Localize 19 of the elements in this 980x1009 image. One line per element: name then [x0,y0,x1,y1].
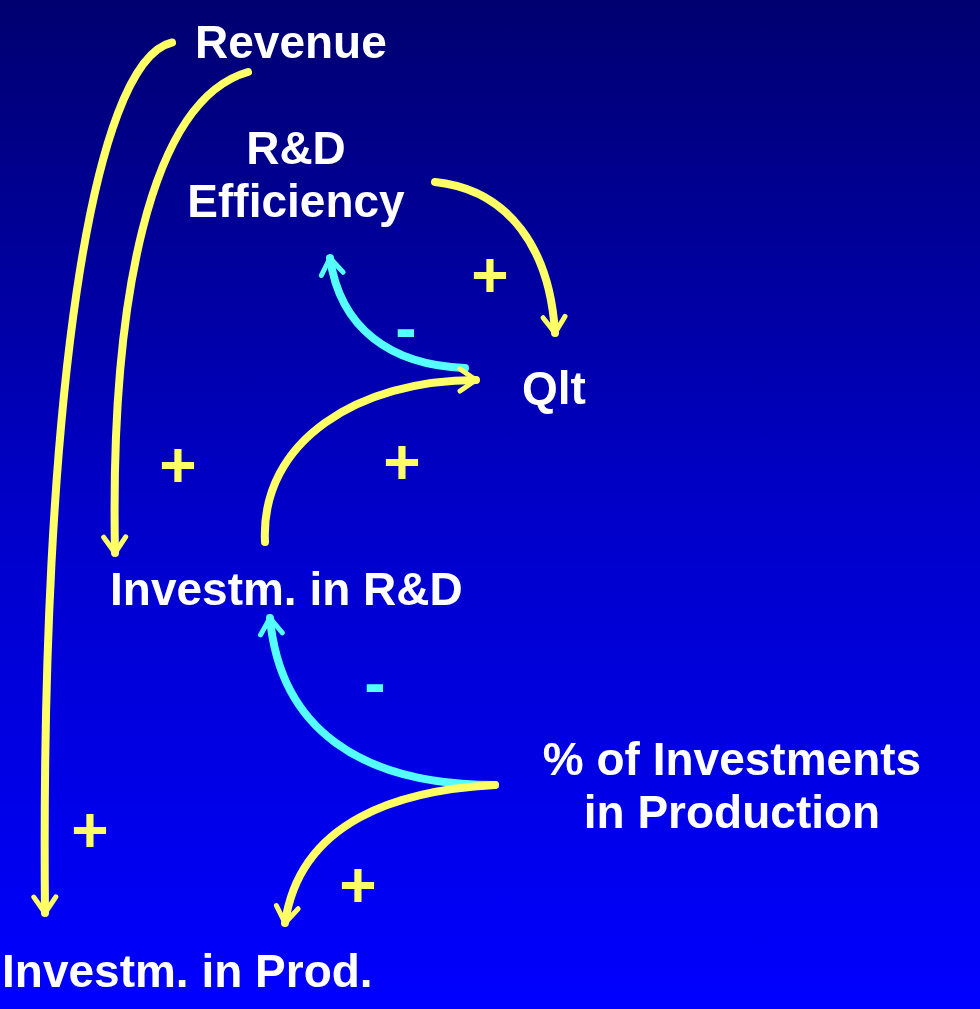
curved-arrow [431,178,567,337]
node-label: % of Investments in Production [522,733,942,839]
curved-arrow [101,68,252,557]
curved-arrow [275,781,499,927]
edge-label: - [364,651,386,715]
node-label: R&D Efficiency [165,122,427,228]
node-label: Investm. in R&D [110,563,463,616]
edge-label: + [339,853,377,917]
edge-label: - [395,296,417,360]
edge-label: + [383,430,421,494]
curved-arrow [31,38,176,917]
curved-arrow [261,367,480,546]
node-label: Revenue [195,16,387,69]
curved-arrow [319,254,469,372]
node-label: Investm. in Prod. [2,945,373,998]
node-label: Qlt [522,362,586,415]
edge-label: + [71,798,109,862]
edge-label: + [159,433,197,497]
edge-label: + [471,243,509,307]
